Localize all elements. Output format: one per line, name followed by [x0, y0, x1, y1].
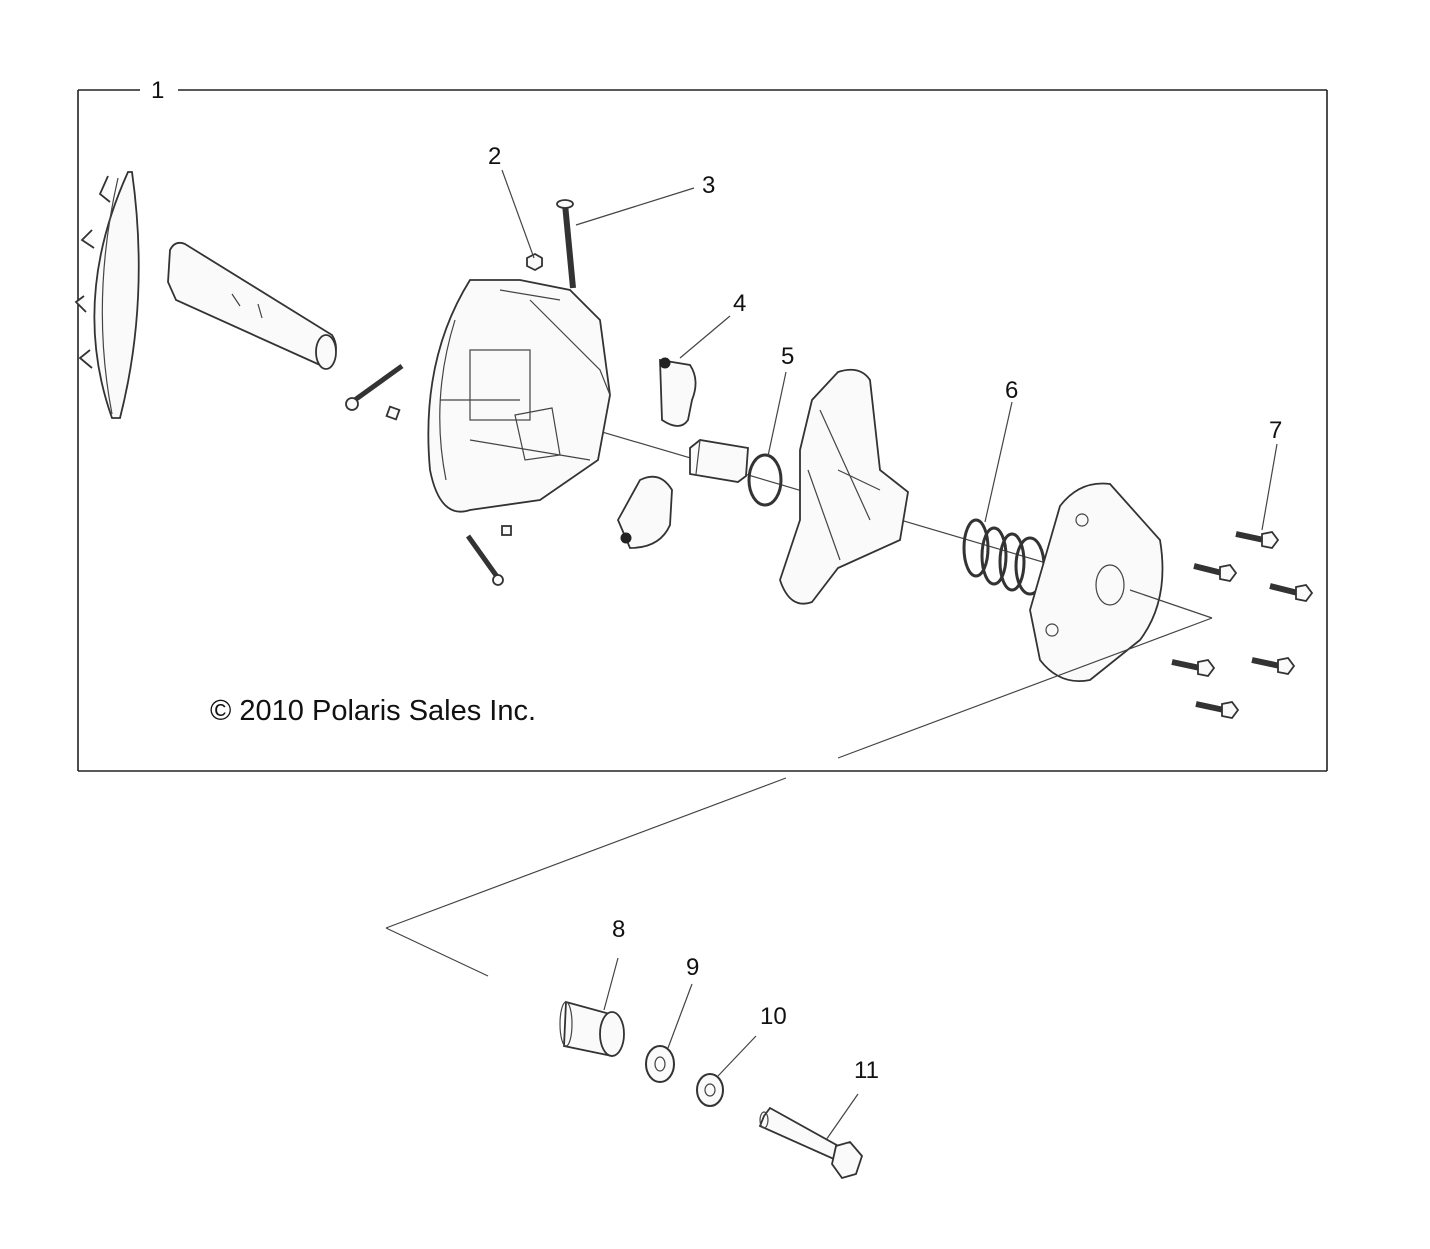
callout-4: 4	[733, 290, 746, 317]
callout-3: 3	[702, 172, 715, 199]
callout-9: 9	[686, 954, 699, 981]
callout-10: 10	[760, 1003, 787, 1030]
callout-5: 5	[781, 343, 794, 370]
callout-8: 8	[612, 916, 625, 943]
weight-lower	[616, 475, 673, 549]
part-10-washer	[696, 1035, 757, 1107]
part-8-sleeve	[559, 957, 625, 1058]
callout-2: 2	[488, 143, 501, 170]
bushing-block	[689, 439, 749, 483]
part-4-weight	[659, 315, 731, 427]
detail-leader-lines	[385, 589, 1213, 977]
part-3-pin	[556, 187, 695, 289]
pin-left	[345, 363, 404, 421]
spider	[779, 368, 909, 605]
copyright-notice: © 2010 Polaris Sales Inc.	[210, 695, 536, 727]
part-5-oring	[747, 371, 787, 507]
pin-lower	[465, 525, 512, 586]
part-11-bolt	[758, 1093, 864, 1180]
assembly-box	[77, 89, 1328, 772]
callout-7: 7	[1269, 417, 1282, 444]
callout-6: 6	[1005, 377, 1018, 404]
cover-plate	[1029, 482, 1164, 682]
part-9-washer	[645, 983, 693, 1083]
part-2-nut	[501, 169, 543, 272]
clutch-housing	[427, 279, 611, 513]
callout-1: 1	[151, 77, 164, 104]
part-6-spring	[962, 401, 1046, 596]
callout-11: 11	[854, 1057, 879, 1084]
drive-sheave-shaft	[74, 171, 337, 419]
part-7-bolts	[1171, 443, 1314, 719]
